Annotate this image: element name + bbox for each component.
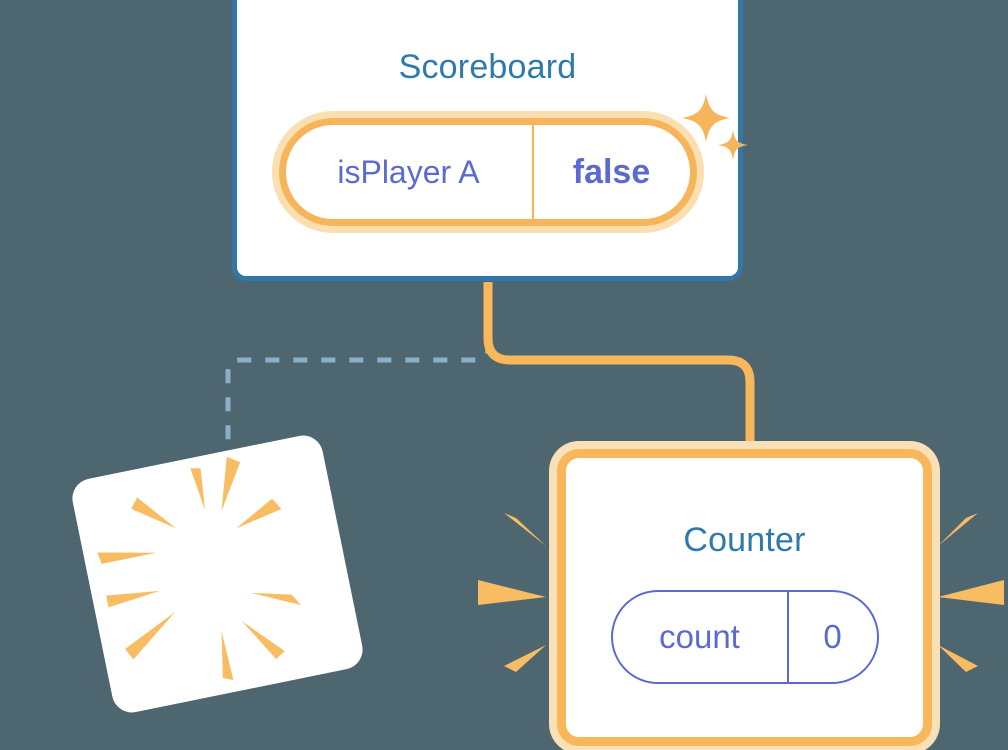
state-pill-count[interactable]: count 0: [610, 590, 879, 684]
counter-burst-rays-left: [478, 513, 546, 672]
burst-ray-icon: [478, 580, 546, 605]
card-counter-title: Counter: [683, 521, 806, 559]
card-counter[interactable]: Counter count 0: [557, 449, 932, 746]
state-pill-key: isPlayer A: [286, 125, 534, 219]
card-scoreboard-title: Scoreboard: [398, 48, 577, 86]
connector-scoreboard-to-counter: [483, 282, 755, 462]
burst-ray-icon: [938, 580, 1004, 605]
burst-ray-icon: [504, 513, 546, 546]
burst-ray-icon: [504, 645, 546, 672]
burst-ray-icon: [938, 645, 978, 672]
counter-burst-rays-right: [938, 513, 1004, 672]
burst-ray-icon: [938, 513, 978, 546]
state-pill-key: count: [613, 592, 789, 682]
card-ghost-removing: [68, 431, 367, 717]
card-scoreboard[interactable]: Scoreboard isPlayer A false: [232, 0, 743, 281]
state-pill-isplayer-a[interactable]: isPlayer A false: [278, 118, 697, 226]
state-pill-value: 0: [823, 618, 842, 655]
state-pill-value: false: [572, 152, 651, 191]
